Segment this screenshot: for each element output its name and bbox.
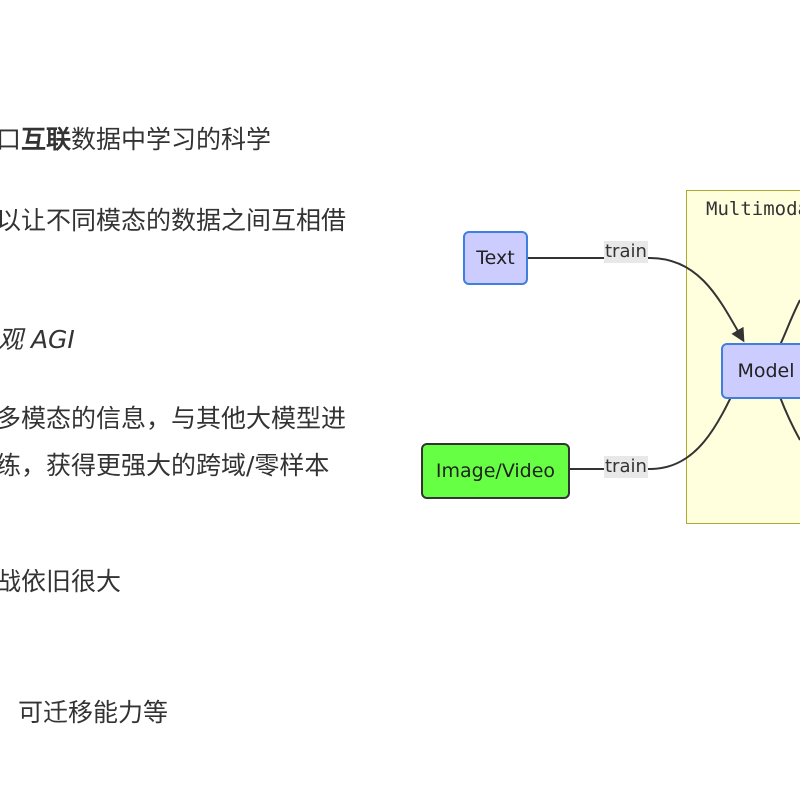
- text-line-3-italic: 观 AGI: [0, 325, 75, 354]
- edge-label-text-train: train: [604, 241, 648, 263]
- node-text-label: Text: [476, 247, 515, 269]
- subgraph-title: Multimodal: [706, 198, 800, 220]
- edge-model-out-up: [779, 299, 800, 346]
- text-line-7: 可迁移能力等: [18, 698, 169, 727]
- node-text[interactable]: Text: [463, 231, 528, 285]
- edge-model-out-down: [779, 396, 800, 441]
- text-line-1: 口互联数据中学习的科学: [0, 124, 271, 156]
- node-model-label: Model: [737, 360, 795, 382]
- text-line-1-suffix: 数据中学习的科学: [71, 125, 272, 154]
- text-line-2: 以让不同模态的数据之间互相借: [0, 206, 347, 235]
- edge-image-to-model: [570, 369, 745, 470]
- node-image-video-label: Image/Video: [435, 460, 556, 482]
- text-line-1-bold: 互联: [21, 125, 72, 154]
- node-image-video[interactable]: Image/Video: [421, 443, 570, 499]
- node-model[interactable]: Model: [721, 343, 800, 399]
- edge-text-to-model: [528, 257, 745, 343]
- text-line-4: 多模态的信息，与其他大模型进: [0, 404, 347, 433]
- text-line-5: 练，获得更强大的跨域/零样本: [0, 451, 330, 480]
- text-line-6: 战依旧很大: [0, 567, 122, 596]
- edge-label-image-train: train: [604, 456, 648, 478]
- text-line-1-prefix: 口: [0, 125, 22, 154]
- text-line-3: 观 AGI: [0, 324, 75, 356]
